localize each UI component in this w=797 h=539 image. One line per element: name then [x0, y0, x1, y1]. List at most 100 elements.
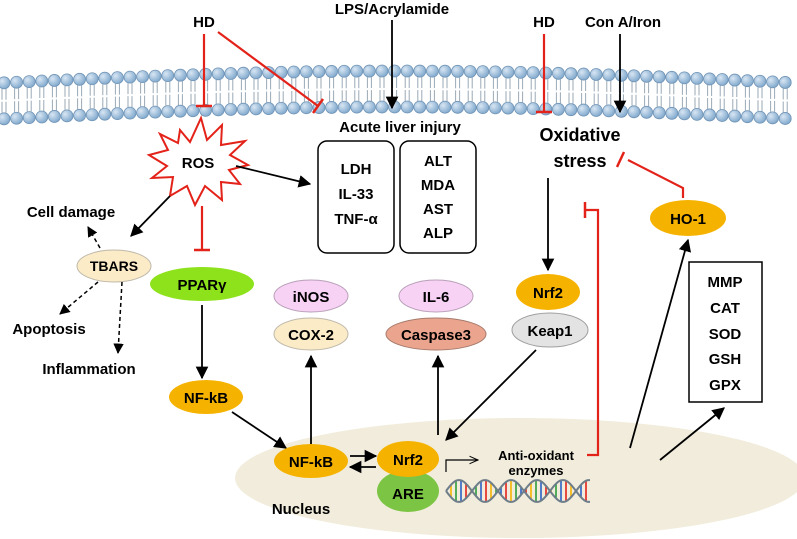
lipid-head — [98, 107, 112, 121]
il6-node — [398, 279, 474, 313]
lipid-head — [451, 64, 465, 78]
lipid-head — [35, 74, 49, 88]
lipid-head — [325, 65, 339, 78]
lipid-head — [224, 67, 238, 80]
antioxidant-label-1: Anti-oxidant — [498, 448, 574, 463]
lipid-head — [413, 64, 427, 78]
liver-markers-box-1 — [317, 140, 395, 254]
hd-inhibit-liver-bar — [311, 98, 325, 114]
lipid-head — [665, 106, 679, 120]
lipid-head — [526, 66, 540, 80]
lipid-head — [564, 103, 578, 117]
lipid-head — [60, 73, 74, 87]
lipid-head — [652, 70, 666, 84]
lipid-head — [111, 107, 124, 121]
stress-label: stress — [553, 151, 606, 171]
nfkb-cyto-label: NF-kB — [184, 390, 228, 407]
lipid-head — [173, 68, 187, 82]
lipid-head — [249, 66, 263, 80]
tbars-to-apoptosis-arrow — [59, 281, 99, 315]
marker-ast: AST — [423, 201, 453, 218]
lipid-head — [577, 67, 590, 81]
cox2-label: COX-2 — [288, 327, 334, 344]
ros-to-liver-arrow — [235, 165, 312, 188]
lipid-head — [287, 65, 301, 79]
lipid-head — [463, 65, 477, 78]
lipid-head — [766, 111, 779, 125]
nucleus — [235, 418, 797, 538]
marker-alp: ALP — [423, 225, 453, 242]
acute-liver-injury-title: Acute liver injury — [339, 119, 461, 136]
lipid-head — [60, 109, 74, 123]
lipid-head — [0, 76, 11, 90]
lipid-head — [148, 105, 162, 119]
inos-node — [273, 279, 349, 313]
lipid-head — [199, 67, 213, 81]
ros-label: ROS — [182, 155, 215, 172]
lps-acrylamide-label: LPS/Acrylamide — [335, 1, 449, 18]
lipid-head — [312, 65, 326, 78]
lipid-head — [425, 100, 439, 114]
lipid-head — [463, 101, 477, 114]
lipid-head — [388, 100, 402, 114]
lipid-head — [22, 75, 36, 89]
nucleus-nfkb-label: NF-kB — [289, 454, 333, 471]
lipid-head — [753, 110, 767, 124]
lipid-head — [753, 74, 767, 88]
lipid-head — [766, 75, 779, 89]
ho1-inhibit-line — [627, 159, 685, 198]
lipid-head — [640, 105, 653, 119]
lipid-head — [161, 69, 175, 83]
ros-to-tbars-arrow — [130, 195, 171, 237]
antioxidant-inhibit-line — [585, 208, 600, 457]
lipid-head — [703, 72, 716, 86]
are-label: ARE — [392, 486, 424, 503]
lipid-head — [262, 102, 276, 115]
lipid-head — [299, 65, 313, 79]
lipid-head — [552, 102, 565, 116]
nucleus-nrf2-node — [377, 441, 439, 477]
lipid-head — [236, 102, 250, 116]
lipid-head — [778, 112, 792, 125]
lipid-head — [703, 108, 716, 122]
keap1-label: Keap1 — [527, 323, 572, 340]
lipid-head — [476, 65, 490, 79]
lipid-head — [199, 103, 213, 117]
lipid-head — [501, 65, 515, 79]
lipid-head — [678, 107, 691, 121]
lipid-head — [350, 64, 364, 78]
lipid-head — [552, 66, 565, 80]
lipid-head — [123, 70, 137, 84]
keap1-node — [511, 312, 589, 348]
lipid-head — [325, 101, 339, 114]
oxidative-label: Oxidative — [539, 125, 620, 145]
lipid-head — [602, 68, 616, 82]
lipid-head — [741, 74, 754, 88]
lipid-head — [35, 110, 49, 124]
tbars-to-inflammation-arrow — [113, 281, 124, 355]
nrf2-cyto-node — [516, 274, 580, 310]
lipid-head — [564, 67, 578, 81]
enzyme-sod: SOD — [709, 326, 742, 343]
lipid-head — [602, 104, 616, 118]
tbars-to-cell-damage-arrow — [87, 226, 101, 249]
lipid-head — [690, 71, 704, 85]
ros-starburst — [146, 115, 251, 208]
lipid-head — [640, 69, 653, 83]
lipid-head — [627, 105, 641, 119]
lipid-head — [22, 111, 36, 125]
lipid-head — [678, 71, 691, 85]
lipid-head — [337, 64, 351, 78]
apoptosis-label: Apoptosis — [12, 321, 85, 338]
nucleus-to-ho1-arrow — [629, 238, 692, 449]
lipid-head — [375, 64, 389, 78]
hd-inhibit-liver-line — [217, 31, 319, 107]
cox2-node — [273, 317, 349, 351]
lipid-head — [0, 112, 11, 126]
marker-tnf: TNF-α — [334, 211, 378, 228]
lipid-head — [98, 71, 112, 85]
nrf2-cyto-label: Nrf2 — [533, 285, 563, 302]
enzyme-cat: CAT — [710, 300, 740, 317]
are-node — [377, 470, 439, 512]
lipid-head — [85, 72, 99, 86]
